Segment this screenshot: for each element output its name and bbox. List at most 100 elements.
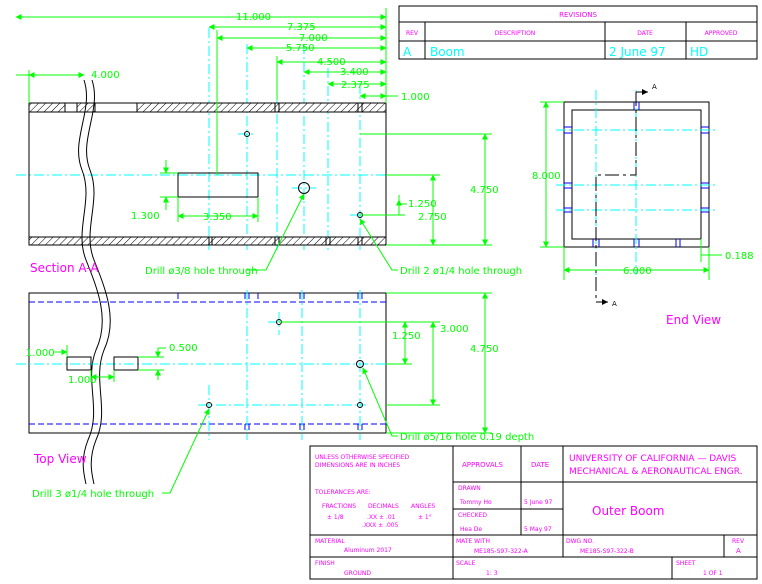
cutting-plane-line bbox=[595, 92, 637, 302]
tb-tol-decimals: DECIMALS bbox=[368, 503, 399, 510]
tb-date-header: DATE bbox=[531, 461, 549, 469]
tb-approvals: APPROVALS bbox=[462, 461, 504, 469]
label-end-view: End View bbox=[666, 313, 721, 327]
dim-11000: 11.000 bbox=[236, 12, 271, 23]
top-view-hole-3 bbox=[357, 402, 363, 408]
tb-checked-by: Hea De bbox=[460, 526, 482, 533]
dim-0500: 0.500 bbox=[169, 343, 198, 354]
revision-rev: A bbox=[403, 45, 412, 59]
tb-tol-ang-val: ± 1° bbox=[418, 514, 432, 521]
section-wall-ticks bbox=[208, 103, 363, 245]
tb-sheet-label: SHEET bbox=[676, 560, 696, 567]
dim-3350: 3.350 bbox=[203, 212, 232, 223]
revision-date: 2 June 97 bbox=[609, 45, 666, 59]
tb-part-name: Outer Boom bbox=[592, 504, 665, 518]
dim-6000: 6.000 bbox=[623, 266, 652, 277]
section-bottom-wall bbox=[28, 236, 387, 246]
tb-tolerances: TOLERANCES ARE: bbox=[314, 489, 371, 496]
dim-4000: 4.000 bbox=[91, 70, 120, 81]
tb-mate: ME185-S97-322-A bbox=[474, 548, 529, 555]
dim-5750: 5.750 bbox=[286, 43, 315, 54]
tb-tol-dec-2: .XXX ± .005 bbox=[362, 522, 399, 529]
label-section-view: Section A-A bbox=[30, 261, 99, 275]
section-slot bbox=[177, 172, 259, 198]
tb-checked-date: 5 May 97 bbox=[524, 526, 552, 533]
description-col-header: DESCRIPTION bbox=[495, 30, 536, 37]
title-block-text: UNLESS OTHERWISE SPECIFIED DIMENSIONS AR… bbox=[314, 454, 745, 577]
tb-unless-2: DIMENSIONS ARE IN INCHES bbox=[315, 462, 400, 469]
tb-sheet: 1 OF 1 bbox=[703, 570, 723, 577]
tb-tol-dec-1: .XX ± .01 bbox=[367, 514, 396, 521]
drill-notes: Drill ø3/8 hole through Drill 2 ø1/4 hol… bbox=[32, 266, 534, 500]
dim-2375: 2.375 bbox=[341, 80, 370, 91]
date-col-header: DATE bbox=[637, 30, 653, 37]
tb-university-1: UNIVERSITY OF CALIFORNIA — DAVIS bbox=[569, 454, 736, 464]
top-view-hidden-lines bbox=[29, 293, 386, 433]
tb-tol-fractions: FRACTIONS bbox=[322, 503, 356, 510]
label-top-view: Top View bbox=[33, 452, 87, 466]
rev-col-header: REV bbox=[406, 30, 419, 37]
tb-finish-label: FINISH bbox=[315, 560, 335, 567]
break-line-2 bbox=[86, 79, 111, 485]
dim-2750: 2.750 bbox=[418, 212, 447, 223]
top-view-hole-2 bbox=[206, 402, 212, 408]
top-view-centerlines bbox=[16, 290, 398, 440]
section-mark-top: A bbox=[652, 83, 657, 91]
note-drill-2-14: Drill 2 ø1/4 hole through bbox=[400, 266, 522, 277]
dim-1000-right: 1.000 bbox=[401, 92, 430, 103]
tb-finish: GROUND bbox=[344, 570, 371, 577]
dim-1250-section: 1.250 bbox=[408, 199, 437, 210]
section-view bbox=[16, 28, 398, 250]
tb-mate-label: MATE WITH bbox=[456, 538, 490, 545]
tb-unless-1: UNLESS OTHERWISE SPECIFIED bbox=[315, 454, 410, 461]
tb-rev-label: REV bbox=[732, 538, 745, 545]
top-view-slot-1 bbox=[66, 356, 92, 371]
section-top-wall bbox=[28, 102, 387, 113]
approved-col-header: APPROVED bbox=[705, 30, 738, 37]
tb-dwg-label: DWG NO. bbox=[566, 538, 594, 545]
dim-1000-b: 1.000 bbox=[68, 375, 97, 386]
tb-checked: CHECKED bbox=[458, 512, 487, 519]
end-view-hidden bbox=[564, 102, 709, 247]
end-view bbox=[556, 89, 716, 305]
tb-drawn: DRAWN bbox=[458, 485, 481, 492]
revision-description: Boom bbox=[430, 45, 465, 59]
dim-8000: 8.000 bbox=[532, 171, 561, 182]
tb-tol-angles: ANGLES bbox=[411, 503, 435, 510]
dim-4750-top: 4.750 bbox=[470, 344, 499, 355]
top-view bbox=[16, 290, 398, 440]
note-drill-516: Drill ø5/16 hole 0.19 depth bbox=[400, 432, 534, 443]
tb-tol-frac-val: ± 1/8 bbox=[327, 514, 344, 521]
dim-4500: 4.500 bbox=[317, 57, 346, 68]
dim-1300: 1.300 bbox=[131, 211, 160, 222]
revisions-table bbox=[398, 5, 758, 60]
top-view-slot-2 bbox=[113, 356, 139, 371]
dimension-lines bbox=[15, 8, 722, 494]
section-wall-holes bbox=[64, 102, 138, 113]
revisions-title: REVISIONS bbox=[559, 11, 597, 19]
tb-material: Aluminum 2017 bbox=[344, 547, 392, 554]
cutting-arrow-top bbox=[642, 89, 648, 95]
dim-3000: 3.000 bbox=[440, 324, 469, 335]
revision-approved: HD bbox=[690, 45, 708, 59]
dim-4750-section: 4.750 bbox=[470, 185, 499, 196]
tb-drawn-date: 5 June 97 bbox=[524, 499, 553, 506]
note-drill-3-14: Drill 3 ø1/4 hole through bbox=[32, 489, 154, 500]
dim-7375: 7.375 bbox=[287, 22, 316, 33]
section-hole-small bbox=[244, 131, 250, 137]
top-view-hole-516 bbox=[356, 360, 364, 368]
title-block bbox=[309, 445, 758, 580]
tb-drawn-by: Tommy Ho bbox=[459, 499, 492, 506]
dim-7000: 7.000 bbox=[299, 33, 328, 44]
dim-1000-a: 1.000 bbox=[26, 348, 55, 359]
dimension-texts: 11.000 7.375 7.000 5.750 4.500 3.400 2.3… bbox=[26, 12, 754, 386]
section-mark-bottom: A bbox=[612, 300, 617, 308]
tb-university-2: MECHANICAL & AERONAUTICAL ENGR. bbox=[569, 467, 743, 477]
tb-material-label: MATERIAL bbox=[315, 538, 345, 545]
tb-scale-label: SCALE bbox=[456, 560, 475, 567]
dim-0188: 0.188 bbox=[725, 251, 754, 262]
tb-dwg: ME185-S97-322-B bbox=[580, 548, 634, 555]
break-line bbox=[78, 79, 103, 485]
dim-3400: 3.400 bbox=[340, 67, 369, 78]
